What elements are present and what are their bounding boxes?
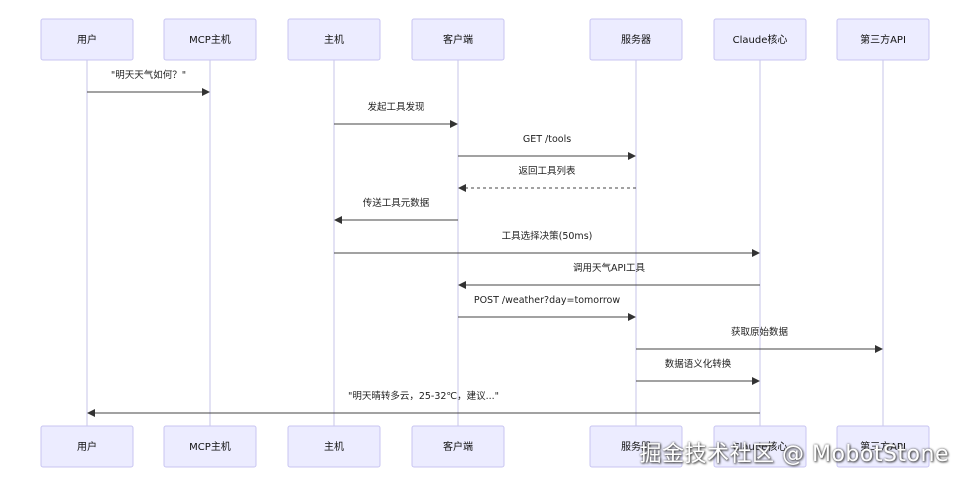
- participant-box: [589, 18, 683, 61]
- participant-label: 第三方API: [860, 33, 906, 46]
- participant-box: [40, 425, 134, 468]
- message-label: 返回工具列表: [518, 165, 576, 177]
- participant-box: [713, 425, 807, 468]
- participant-bottom-host: 主机: [287, 425, 381, 468]
- participant-bottom-client: 客户端: [411, 425, 505, 468]
- participant-box: [713, 18, 807, 61]
- participant-label: Claude核心: [733, 440, 788, 453]
- participant-bottom-api: 第三方API: [836, 425, 930, 468]
- message-label: 传送工具元数据: [363, 197, 430, 209]
- message-5: 传送工具元数据: [334, 197, 458, 224]
- participant-bottom-claude: Claude核心: [713, 425, 807, 468]
- message-label: POST /weather?day=tomorrow: [474, 295, 621, 306]
- message-3: GET /tools: [458, 134, 636, 160]
- message-6: 工具选择决策(50ms): [334, 230, 760, 257]
- participant-label: 主机: [324, 440, 344, 453]
- message-label: 调用天气API工具: [573, 262, 646, 274]
- participant-box: [40, 18, 134, 61]
- participant-label: 客户端: [443, 33, 473, 46]
- participant-label: Claude核心: [733, 33, 788, 46]
- participant-top-claude: Claude核心: [713, 18, 807, 61]
- message-10: 数据语义化转换: [636, 358, 760, 385]
- participant-top-user: 用户: [40, 18, 134, 61]
- participant-label: MCP主机: [189, 33, 231, 46]
- participant-box: [163, 425, 257, 468]
- participant-label: 用户: [77, 33, 97, 46]
- participant-label: 第三方API: [860, 440, 906, 453]
- participant-bottom-server: 服务器: [589, 425, 683, 468]
- participant-box: [836, 425, 930, 468]
- participant-box: [589, 425, 683, 468]
- message-label: "明天晴转多云，25-32℃，建议...": [348, 390, 499, 402]
- participant-label: 客户端: [443, 440, 473, 453]
- participant-box: [411, 18, 505, 61]
- participant-label: 主机: [324, 33, 344, 46]
- message-label: 发起工具发现: [367, 101, 425, 113]
- message-label: 获取原始数据: [731, 326, 789, 338]
- participant-label: 服务器: [621, 440, 651, 453]
- participant-label: 用户: [77, 440, 97, 453]
- participant-top-mcp: MCP主机: [163, 18, 257, 61]
- message-label: 数据语义化转换: [665, 358, 732, 370]
- message-7: 调用天气API工具: [458, 262, 760, 289]
- participant-label: 服务器: [621, 33, 651, 46]
- message-8: POST /weather?day=tomorrow: [458, 295, 636, 321]
- message-label: 工具选择决策(50ms): [502, 230, 593, 242]
- participant-box: [287, 18, 381, 61]
- message-label: GET /tools: [523, 134, 571, 145]
- participant-box: [287, 425, 381, 468]
- participant-box: [836, 18, 930, 61]
- message-1: "明天天气如何？": [87, 69, 210, 96]
- participant-bottom-mcp: MCP主机: [163, 425, 257, 468]
- message-9: 获取原始数据: [636, 326, 883, 353]
- message-label: "明天天气如何？": [111, 69, 186, 81]
- message-4: 返回工具列表: [458, 165, 636, 192]
- participant-box: [411, 425, 505, 468]
- participant-bottom-user: 用户: [40, 425, 134, 468]
- message-11: "明天晴转多云，25-32℃，建议...": [87, 390, 760, 417]
- participant-top-api: 第三方API: [836, 18, 930, 61]
- message-2: 发起工具发现: [334, 101, 458, 128]
- watermark-text: 掘金技术社区 @ MobotStone: [639, 442, 949, 467]
- participant-top-host: 主机: [287, 18, 381, 61]
- participant-top-client: 客户端: [411, 18, 505, 61]
- participant-label: MCP主机: [189, 440, 231, 453]
- participant-top-server: 服务器: [589, 18, 683, 61]
- participant-box: [163, 18, 257, 61]
